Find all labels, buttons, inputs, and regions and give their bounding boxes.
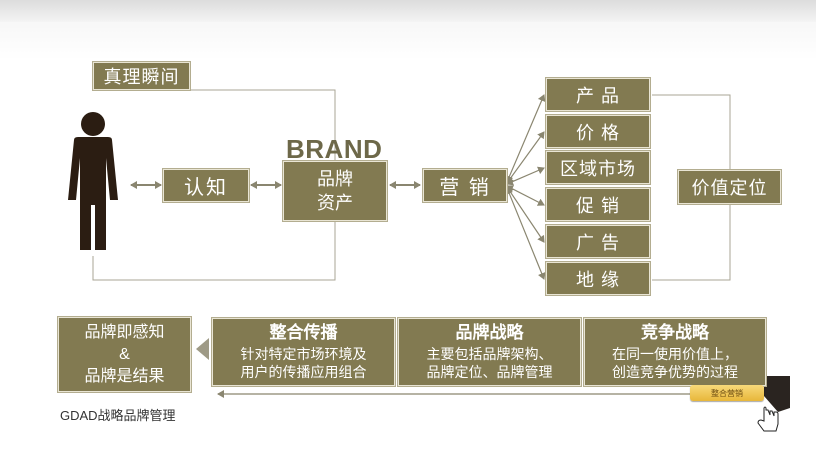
strategy-desc: 针对特定市场环境及: [240, 345, 367, 362]
result-line1: 品牌即感知: [84, 323, 165, 341]
footer-caption: GDAD战略品牌管理: [60, 408, 176, 423]
mix-item-label: 促 销: [575, 195, 620, 216]
strategy-title: 品牌战略: [455, 322, 524, 342]
mix-item-label: 区域市场: [560, 158, 636, 179]
strategy-brand: 品牌战略 主要包括品牌架构、 品牌定位、品牌管理: [398, 318, 581, 386]
result-line3: 品牌是结果: [84, 367, 165, 385]
moment-of-truth-label: 真理瞬间: [103, 67, 180, 87]
mix-item-regional-market: 区域市场: [546, 151, 650, 184]
mix-item-label: 产 品: [575, 85, 620, 106]
fan-arrows: [505, 94, 546, 280]
strategy-desc: 创造竞争优势的过程: [612, 363, 738, 380]
result-box: 品牌即感知 & 品牌是结果: [58, 317, 191, 392]
top-loop-line: [190, 89, 336, 160]
cognition-label: 认知: [184, 177, 228, 199]
value-positioning-box: 价值定位: [678, 170, 781, 204]
bottom-loop-line: [92, 222, 336, 281]
mix-item-promotion: 促 销: [546, 188, 650, 221]
brand-title: BRAND: [286, 134, 383, 164]
brand-asset-box: 品牌 资产: [283, 161, 387, 221]
mix-item-product: 产 品: [546, 78, 650, 111]
marketing-box: 营 销: [423, 169, 507, 202]
hand-cursor-icon: [757, 406, 779, 432]
brand-asset-line2: 资产: [317, 193, 353, 213]
mix-item-label: 价 格: [575, 122, 620, 143]
mix-item-label: 广 告: [575, 232, 620, 253]
marketing-label: 营 销: [439, 177, 491, 199]
mix-item-label: 地 缘: [575, 269, 620, 290]
value-positioning-label: 价值定位: [691, 178, 768, 198]
integrated-marketing-button[interactable]: 整合营销: [690, 385, 764, 401]
mix-item-advertising: 广 告: [546, 225, 650, 258]
strategy-desc: 用户的传播应用组合: [240, 363, 367, 380]
strategy-desc: 品牌定位、品牌管理: [426, 363, 553, 380]
strategy-integrated-communication: 整合传播 针对特定市场环境及 用户的传播应用组合: [212, 318, 395, 386]
strategy-desc: 在同一使用价值上，: [612, 345, 738, 362]
brand-asset-line1: 品牌: [317, 169, 353, 189]
mix-item-price: 价 格: [546, 115, 650, 148]
bracket-bottom: [652, 204, 731, 281]
mix-item-geography: 地 缘: [546, 262, 650, 295]
strategy-title: 整合传播: [269, 322, 338, 342]
left-triangle: [196, 338, 209, 360]
cognition-box: 认知: [163, 169, 249, 202]
person-icon: [68, 112, 118, 250]
strategy-title: 竞争战略: [641, 322, 709, 342]
result-line2: &: [119, 345, 130, 363]
top-band: [0, 0, 816, 22]
bracket-top: [652, 94, 731, 170]
strategy-competitive: 竞争战略 在同一使用价值上， 创造竞争优势的过程: [584, 318, 766, 386]
moment-of-truth-box: 真理瞬间: [93, 62, 190, 90]
strategy-desc: 主要包括品牌架构、: [426, 345, 553, 362]
corner-block: [764, 376, 790, 412]
